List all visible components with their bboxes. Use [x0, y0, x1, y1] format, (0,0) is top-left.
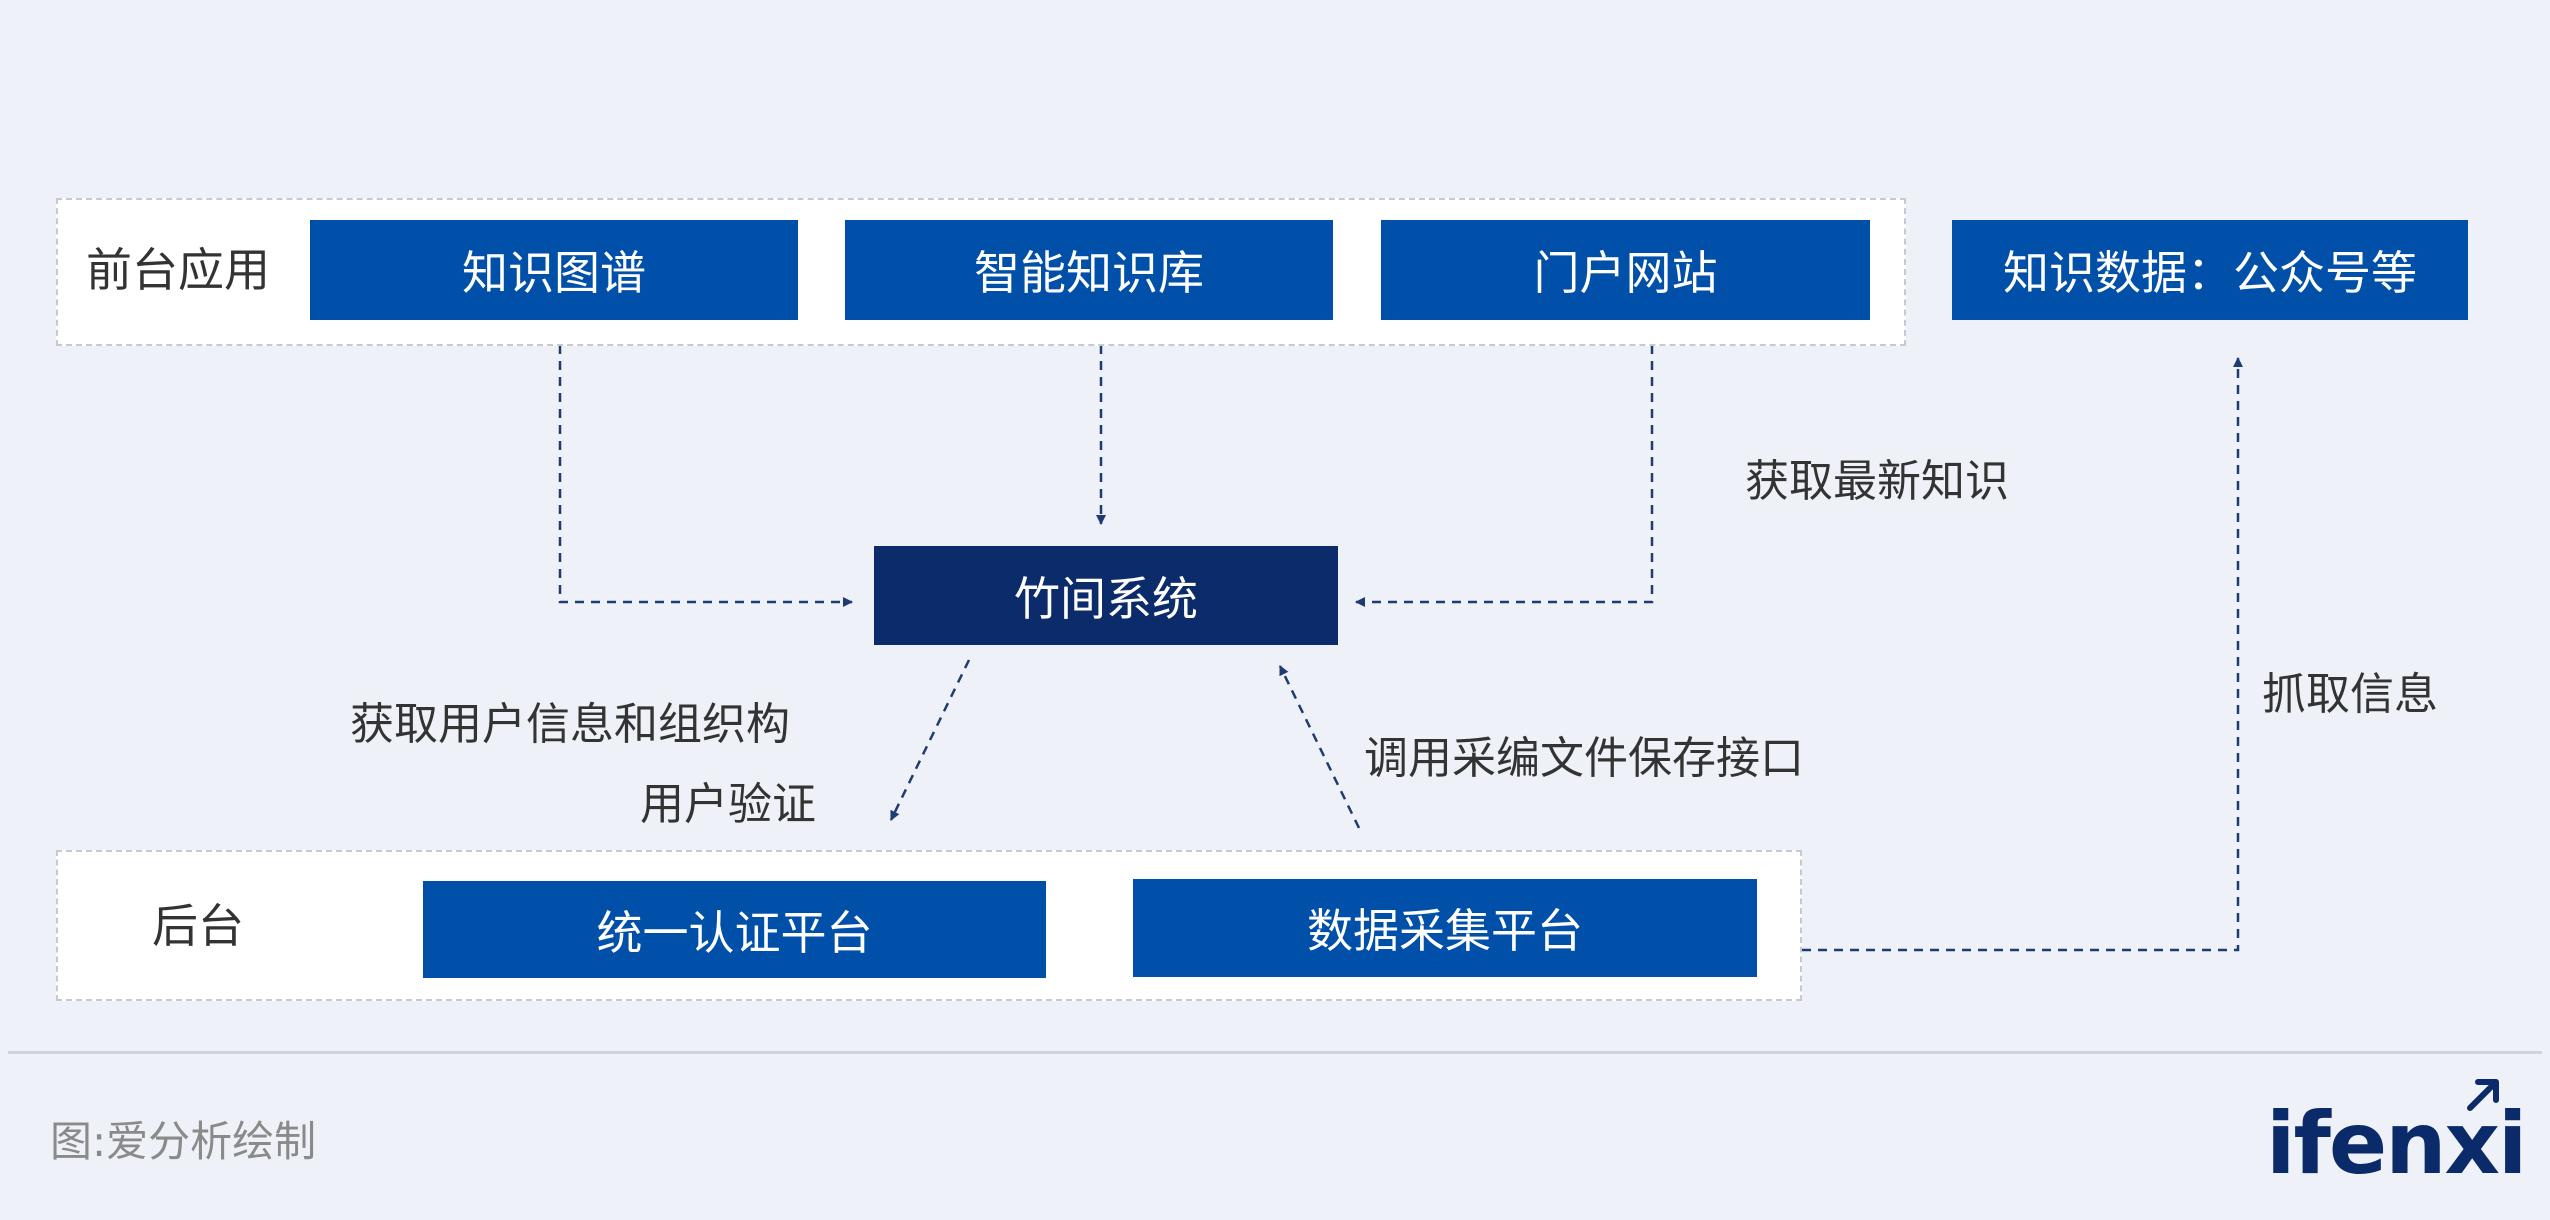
edge-collect-to-center: [1278, 665, 1361, 829]
data-collection-node: 数据采集平台: [1133, 879, 1757, 977]
front-group-label: 前台应用: [86, 243, 270, 297]
edge-label-get-latest-knowledge: 获取最新知识: [1745, 456, 2009, 507]
edge-center-to-auth: [889, 659, 971, 821]
edge-portal-to-center: [1355, 345, 1654, 607]
back-group-label: 后台: [152, 899, 244, 953]
ifenxi-logo: ifenxi: [2266, 1094, 2527, 1194]
knowledge-graph-node: 知识图谱: [310, 220, 798, 320]
footer-divider: [8, 1051, 2542, 1054]
center-system-node: 竹间系统: [874, 546, 1338, 645]
source-caption: 图:爱分析绘制: [50, 1117, 317, 1166]
edge-label-crawl-info: 抓取信息: [2262, 669, 2438, 720]
edge-label-get-user-info: 获取用户信息和组织构: [350, 699, 790, 750]
edge-knowledge-graph-to-center: [558, 345, 853, 607]
edge-label-user-auth: 用户验证: [640, 779, 816, 830]
unified-auth-node: 统一认证平台: [423, 881, 1046, 978]
intelligent-kb-node: 智能知识库: [845, 220, 1333, 320]
edge-backend-to-knowledge-data: [1802, 357, 2243, 952]
logo-arrow-icon: [2467, 1079, 2499, 1111]
knowledge-data-node: 知识数据：公众号等: [1952, 220, 2468, 320]
portal-node: 门户网站: [1381, 220, 1870, 320]
edge-label-call-interface: 调用采编文件保存接口: [1364, 733, 1804, 784]
